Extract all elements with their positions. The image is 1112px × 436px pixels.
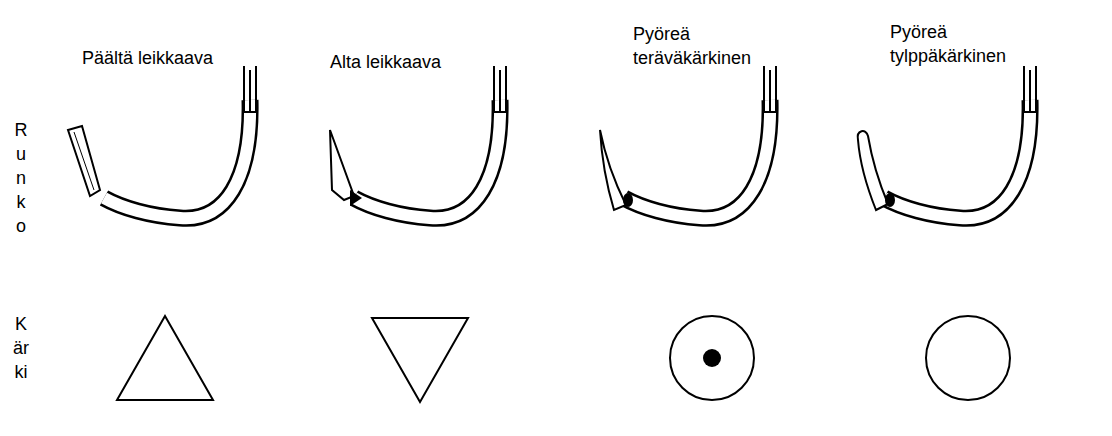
column-heading: Pyöreä teräväkärkinen — [633, 22, 783, 70]
column-heading: Päältä leikkaava — [82, 46, 282, 70]
needle-body — [858, 66, 1038, 218]
needle-body — [330, 66, 508, 218]
needle-body — [68, 66, 258, 218]
inverted-triangle-section — [372, 318, 468, 402]
round-section — [926, 316, 1010, 400]
triangle-section — [117, 316, 213, 400]
row-heading: Runko — [12, 118, 30, 238]
sharp-point-dot — [703, 349, 721, 367]
row-heading: Kärki — [12, 312, 30, 384]
column-heading: Alta leikkaava — [330, 50, 510, 74]
needle-body — [600, 66, 778, 218]
column-heading: Pyöreä tylppäkärkinen — [890, 20, 1040, 68]
round-section — [670, 316, 754, 400]
